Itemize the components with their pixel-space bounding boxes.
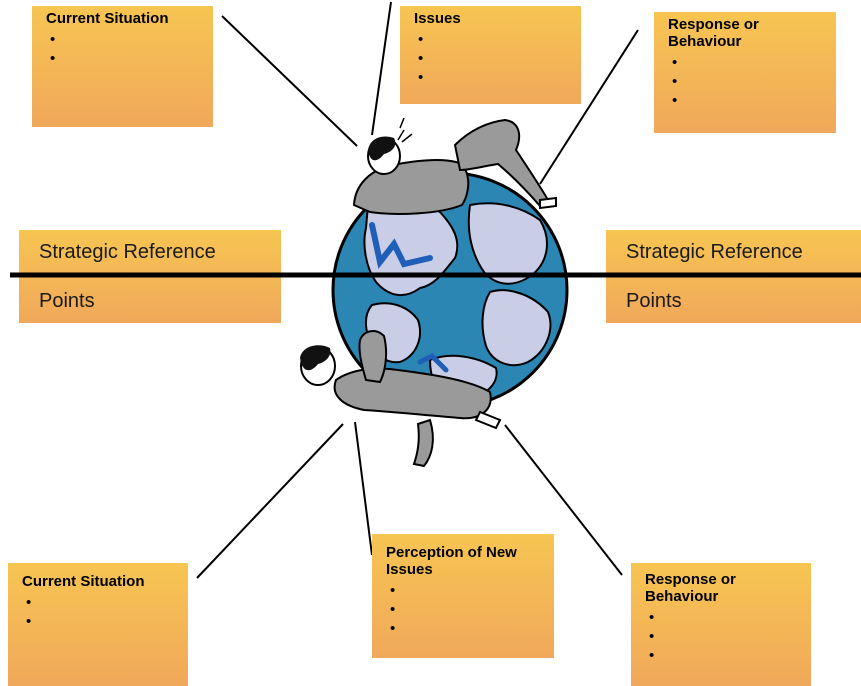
box-title: Issues <box>414 10 461 27</box>
connector-top-right <box>539 29 639 185</box>
connector-top-middle <box>371 1 392 136</box>
box-current-situation-top: Current Situation <box>32 6 213 127</box>
bullet-list <box>645 608 811 665</box>
box-title: Perception of New Issues <box>386 544 517 578</box>
reference-line-overlay <box>10 272 861 278</box>
businessman-top-illustration <box>352 117 557 215</box>
bullet-list <box>386 581 554 638</box>
strategic-reference-left-line2: Points <box>39 290 95 312</box>
bullet-list <box>414 30 581 87</box>
bullet-item <box>668 91 836 110</box>
connector-top-left <box>221 15 358 147</box>
box-response-bottom: Response or Behaviour <box>631 563 811 686</box>
bullet-item <box>386 600 554 619</box>
bullet-item <box>414 68 581 87</box>
bullet-list <box>46 30 213 68</box>
box-issues-top: Issues <box>400 6 581 104</box>
strategic-reference-right-line1: Strategic Reference <box>626 241 803 263</box>
businessman-bottom-illustration <box>300 330 502 468</box>
bullet-item <box>414 30 581 49</box>
connector-bottom-left <box>196 423 344 579</box>
connector-bottom-right <box>504 424 623 576</box>
bullet-item <box>22 612 188 631</box>
bullet-item <box>46 49 213 68</box>
box-response-top: Response or Behaviour <box>654 12 836 133</box>
bullet-list <box>668 53 836 110</box>
box-perception-bottom: Perception of New Issues <box>372 534 554 658</box>
bullet-list <box>22 593 188 631</box>
box-title: Current Situation <box>46 10 169 27</box>
bullet-item <box>386 619 554 638</box>
bullet-item <box>414 49 581 68</box>
globe-landmass-3 <box>481 289 552 367</box>
strategic-reference-right-line2: Points <box>626 290 682 312</box>
bullet-item <box>386 581 554 600</box>
bullet-item <box>668 72 836 91</box>
strategic-reference-left-line1: Strategic Reference <box>39 241 216 263</box>
bullet-item <box>645 646 811 665</box>
box-current-situation-bottom: Current Situation <box>8 563 188 686</box>
bullet-item <box>645 627 811 646</box>
bullet-item <box>645 608 811 627</box>
bullet-item <box>668 53 836 72</box>
bullet-item <box>22 593 188 612</box>
box-title: Current Situation <box>22 573 145 590</box>
bullet-item <box>46 30 213 49</box>
connector-bottom-middle <box>354 421 373 556</box>
box-title: Response or Behaviour <box>668 16 759 50</box>
box-title: Response or Behaviour <box>645 571 736 605</box>
